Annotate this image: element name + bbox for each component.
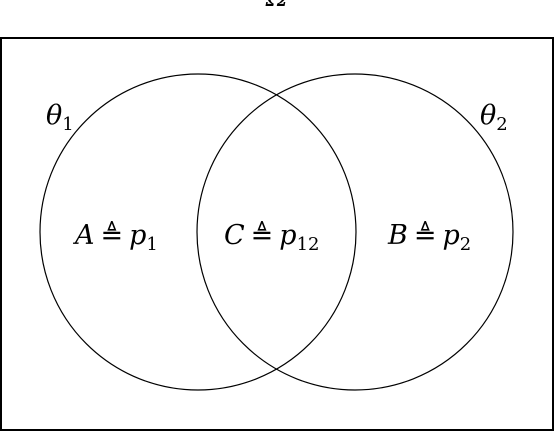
region-right-var: B [387,220,408,251]
set-1-label: θ1 [46,100,74,135]
set-2-name: θ [480,100,496,131]
region-left-var: A [72,220,95,251]
region-left-p: p [129,220,146,251]
set-1-subscript: 1 [62,114,73,135]
region-right-op: ≜ [414,220,437,251]
set-1-circle [39,73,357,391]
set-2-subscript: 2 [496,114,507,135]
region-right-label: B≜p2 [387,220,471,255]
region-middle-var: C [224,220,245,251]
region-left-op: ≜ [101,220,124,251]
region-left-sub: 1 [146,234,157,255]
region-right-p: p [442,220,459,251]
set-1-name: θ [46,100,62,131]
region-middle-p: p [279,220,296,251]
region-right-sub: 2 [460,234,471,255]
set-2-circle [196,73,514,391]
region-left-label: A≜p1 [72,220,158,255]
region-middle-sub: 12 [297,234,320,255]
universe-title: Ω [265,0,288,13]
region-middle-label: C≜p12 [224,220,320,255]
set-2-label: θ2 [480,100,508,135]
universe-rectangle [0,37,554,431]
region-middle-op: ≜ [251,220,274,251]
